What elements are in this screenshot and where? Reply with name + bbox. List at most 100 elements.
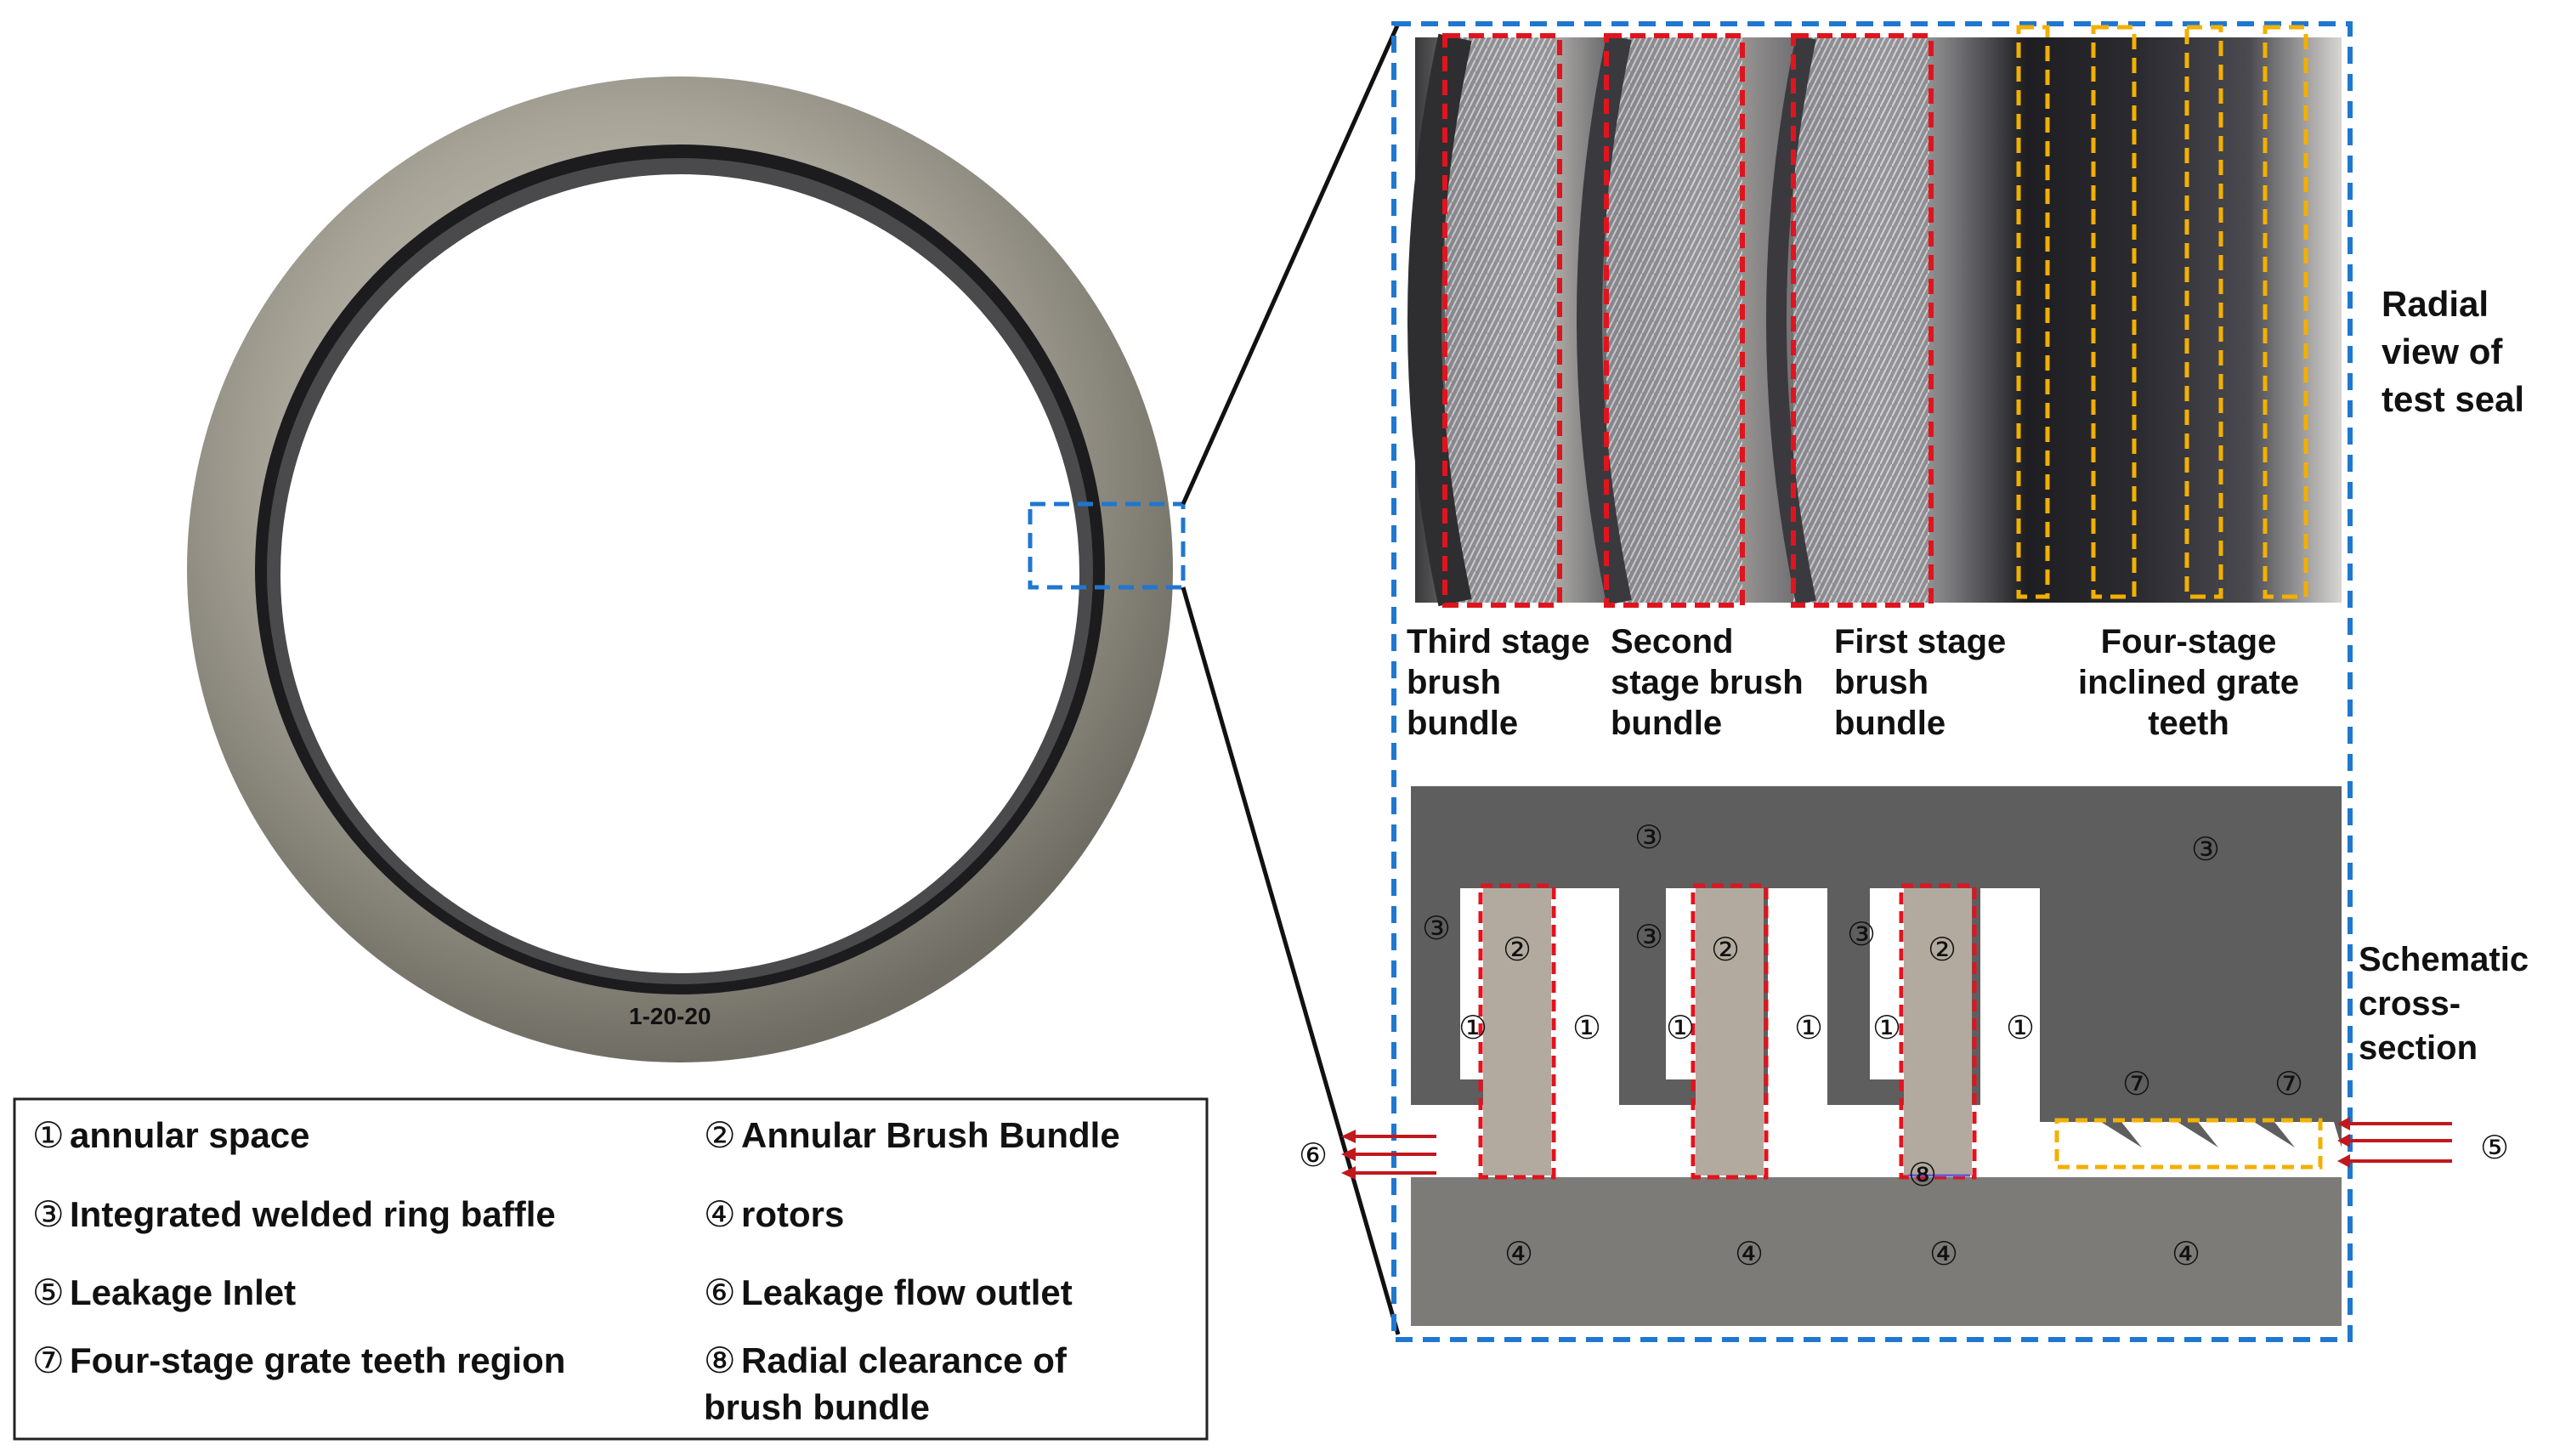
legend-item-text: Integrated welded ring baffle bbox=[70, 1194, 556, 1234]
radial-label-line: brush bbox=[1834, 664, 1928, 701]
marker-brush-bundle: ② bbox=[1928, 931, 1957, 968]
outlet-arrowhead-2 bbox=[1341, 1147, 1356, 1161]
radial-view-title: Radial view of test seal bbox=[2382, 284, 2524, 419]
tooth-box-2 bbox=[2091, 25, 2137, 599]
marker-rotor: ④ bbox=[1929, 1235, 1958, 1272]
marker-rotor: ④ bbox=[1504, 1235, 1533, 1272]
radial-label-line: brush bbox=[1407, 664, 1501, 701]
legend-marker: ② bbox=[704, 1114, 736, 1156]
seal-ring-photo: 1-20-20 bbox=[187, 76, 1186, 1062]
legend-marker: ⑦ bbox=[32, 1340, 65, 1381]
marker-annular-space: ① bbox=[1458, 1009, 1487, 1046]
marker-annular-space: ① bbox=[1872, 1009, 1901, 1046]
brush-bundle-1 bbox=[1904, 888, 1972, 1176]
grate-tooth-2 bbox=[2150, 1105, 2218, 1147]
legend-marker: ① bbox=[32, 1114, 65, 1156]
cross-section-title-line: cross- bbox=[2359, 985, 2461, 1023]
marker-rotor: ④ bbox=[2172, 1235, 2200, 1272]
marker-annular-space: ① bbox=[1666, 1009, 1695, 1046]
marker-teeth: ⑦ bbox=[2274, 1065, 2303, 1102]
radial-label-line: bundle bbox=[1611, 705, 1722, 742]
cross-section-title-line: Schematic bbox=[2359, 941, 2529, 978]
legend-marker: ⑥ bbox=[704, 1272, 736, 1313]
legend-item-text: Leakage Inlet bbox=[70, 1272, 296, 1312]
cross-section-title: Schematic cross-section bbox=[2359, 941, 2529, 1067]
marker-brush-bundle: ② bbox=[1711, 931, 1740, 968]
marker-annular-space: ① bbox=[1794, 1009, 1823, 1046]
legend-item-text: Annular Brush Bundle bbox=[741, 1115, 1120, 1155]
tooth-box-3 bbox=[2184, 25, 2223, 599]
zoom-source-box bbox=[1028, 501, 1186, 590]
marker-brush-bundle: ② bbox=[1503, 931, 1532, 968]
radial-title-line: view of bbox=[2382, 331, 2503, 371]
marker-clearance: ⑧ bbox=[1908, 1156, 1937, 1193]
third-stage-bristles bbox=[1445, 37, 1555, 603]
inlet-arrows bbox=[2337, 1117, 2452, 1168]
radial-title-line: test seal bbox=[2382, 379, 2524, 419]
legend-item-text: rotors bbox=[741, 1194, 844, 1234]
legend-item-text: Radial clearance of bbox=[741, 1340, 1068, 1380]
marker-annular-space: ① bbox=[1572, 1009, 1601, 1046]
marker-outlet: ⑥ bbox=[1299, 1136, 1328, 1174]
outlet-arrowhead-3 bbox=[1341, 1166, 1356, 1180]
ring-marking-text: 1-20-20 bbox=[629, 1003, 711, 1029]
inlet-arrowhead-2 bbox=[2337, 1134, 2350, 1147]
third-stage-curve bbox=[1407, 33, 1472, 607]
marker-teeth: ⑦ bbox=[2122, 1065, 2151, 1102]
tooth-box-1 bbox=[2016, 25, 2050, 599]
second-stage-box bbox=[1604, 33, 1745, 608]
marker-inlet: ⑤ bbox=[2480, 1129, 2509, 1166]
seal-ring-bore bbox=[280, 174, 1079, 973]
legend-item-text: annular space bbox=[70, 1115, 309, 1155]
marker-baffle: ③ bbox=[1634, 918, 1663, 955]
marker-baffle: ③ bbox=[1847, 915, 1876, 953]
outlet-arrowhead-1 bbox=[1341, 1130, 1356, 1143]
brush-bundle-1-box bbox=[1899, 883, 1977, 1180]
radial-view-photo bbox=[1407, 25, 2342, 608]
legend-marker: ⑧ bbox=[704, 1340, 736, 1381]
brush-bundle-3 bbox=[1483, 888, 1551, 1176]
third-stage-box bbox=[1442, 33, 1562, 608]
legend-item-text: brush bundle bbox=[704, 1387, 930, 1427]
tooth-box-4 bbox=[2263, 25, 2308, 599]
legend-item-text: Leakage flow outlet bbox=[741, 1272, 1073, 1312]
grate-tooth-1 bbox=[2074, 1105, 2142, 1147]
stator-step bbox=[2040, 1069, 2342, 1122]
radial-label-line: Third stage bbox=[1407, 623, 1590, 660]
marker-baffle: ③ bbox=[1634, 819, 1663, 856]
radial-label-line: First stage bbox=[1834, 623, 2006, 660]
radial-label-line: stage brush bbox=[1611, 664, 1804, 701]
brush-bundle-2-box bbox=[1691, 883, 1769, 1180]
radial-label-line: teeth bbox=[2148, 705, 2229, 742]
first-stage-box bbox=[1791, 33, 1934, 608]
grate-tooth-4 bbox=[2295, 1105, 2342, 1147]
first-stage-bristles bbox=[1793, 37, 1929, 603]
marker-rotor: ④ bbox=[1735, 1235, 1764, 1272]
cross-section-title-line: section bbox=[2359, 1029, 2478, 1067]
grate-teeth-box bbox=[2054, 1118, 2323, 1170]
brush-bundle-2 bbox=[1696, 888, 1764, 1176]
second-stage-curve bbox=[1577, 34, 1632, 606]
marker-annular-space: ① bbox=[2006, 1009, 2035, 1046]
inlet-arrowhead-3 bbox=[2337, 1154, 2350, 1168]
radial-label-line: bundle bbox=[1834, 705, 1945, 742]
radial-label-line: Four-stage bbox=[2101, 623, 2277, 660]
radial-title-line: Radial bbox=[2382, 284, 2489, 324]
radial-label-line: bundle bbox=[1407, 705, 1518, 742]
inlet-arrowhead-1 bbox=[2337, 1117, 2350, 1130]
legend-box bbox=[13, 1097, 1209, 1441]
rotor-body bbox=[1411, 1177, 2342, 1326]
second-stage-bristles bbox=[1606, 37, 1742, 603]
radial-label-line: inclined grate bbox=[2078, 664, 2299, 701]
legend-item-text: Four-stage grate teeth region bbox=[70, 1340, 565, 1380]
grate-tooth-3 bbox=[2227, 1105, 2295, 1147]
zoom-line-top bbox=[1181, 22, 1401, 506]
zoom-line-bottom bbox=[1181, 586, 1401, 1335]
legend-marker: ③ bbox=[32, 1193, 65, 1235]
brush-bundle-3-box bbox=[1478, 883, 1556, 1180]
zoom-panel-border bbox=[1391, 21, 2353, 1342]
